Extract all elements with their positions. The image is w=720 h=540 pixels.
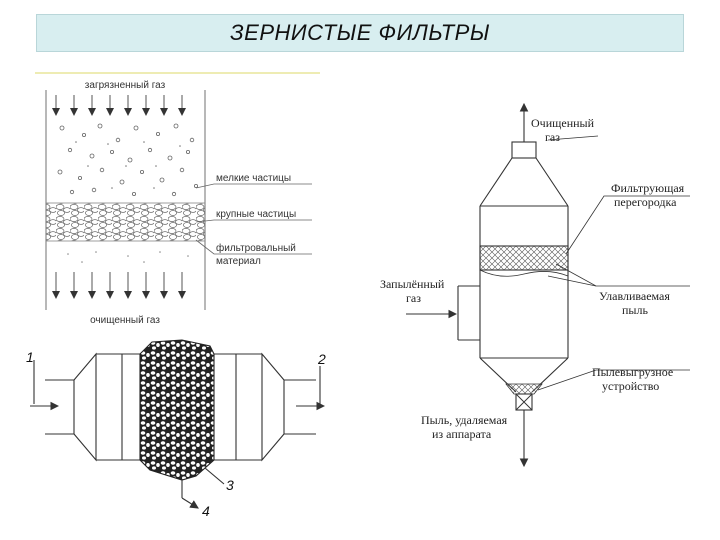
coarse-particle-layer (45, 202, 206, 242)
layer-bottom-label: очищенный газ (90, 315, 160, 326)
outlet-leader (547, 135, 599, 141)
outlet-label-1: Очищенный (531, 116, 595, 130)
dust-leader-1 (555, 263, 690, 287)
inlet-label-1: Запылённый (380, 277, 445, 291)
page-title: ЗЕРНИСТЫЕ ФИЛЬТРЫ (230, 20, 490, 45)
side-inlet (457, 285, 480, 341)
dust-label-1: Улавливаемая (599, 289, 670, 303)
filtered-dots (67, 251, 189, 263)
outflow-arrows (52, 272, 186, 299)
unloader-leader (537, 369, 690, 391)
filter-partition (479, 245, 569, 271)
tube-number-2: 2 (317, 351, 326, 367)
title-bar: ЗЕРНИСТЫЕ ФИЛЬТРЫ (36, 14, 684, 52)
collected-dust (505, 383, 543, 395)
outlet-pipe (284, 379, 316, 435)
tube-number-1: 1 (26, 349, 34, 365)
bed-drain-arrow (181, 497, 199, 509)
top-cone (479, 157, 569, 207)
tiny-dots (75, 141, 181, 189)
dust-label-2: пыль (622, 303, 648, 317)
layer-diagram: загрязненный газ очищенный газ (35, 72, 320, 326)
callout-coarse-particles: крупные частицы (216, 209, 296, 220)
column-diagram (406, 102, 690, 468)
outlet-nozzle (511, 141, 537, 159)
outlet-cone (261, 352, 285, 462)
inflow-arrows (52, 95, 186, 116)
inlet-pipe (45, 379, 75, 435)
dust-cake (479, 269, 569, 277)
tube-diagram (30, 339, 326, 509)
inlet-cone (73, 352, 97, 462)
removed-label-1: Пыль, удаляемая (421, 413, 508, 427)
unloader-label-2: устройство (602, 379, 659, 393)
callout-filter-material-2: материал (216, 256, 261, 267)
tube-number-4: 4 (202, 503, 210, 519)
unloader-label-1: Пылевыгрузное (592, 365, 673, 379)
tube-number-3: 3 (226, 477, 234, 493)
inlet-label-2: газ (406, 291, 421, 305)
partition-leader (565, 195, 690, 255)
outlet-label-2: газ (545, 130, 560, 144)
layer-top-label: загрязненный газ (85, 80, 166, 91)
small-particles (57, 123, 198, 197)
removed-label-2: из аппарата (432, 427, 492, 441)
callout-fine-particles: мелкие частицы (216, 173, 291, 184)
partition-label-2: перегородка (614, 195, 677, 209)
dust-leader-2 (547, 275, 597, 287)
granular-bed (139, 339, 215, 481)
layer-callout-lines (195, 183, 312, 255)
partition-label-1: Фильтрующая (611, 181, 685, 195)
callout-filter-material-1: фильтровальный (216, 242, 296, 254)
